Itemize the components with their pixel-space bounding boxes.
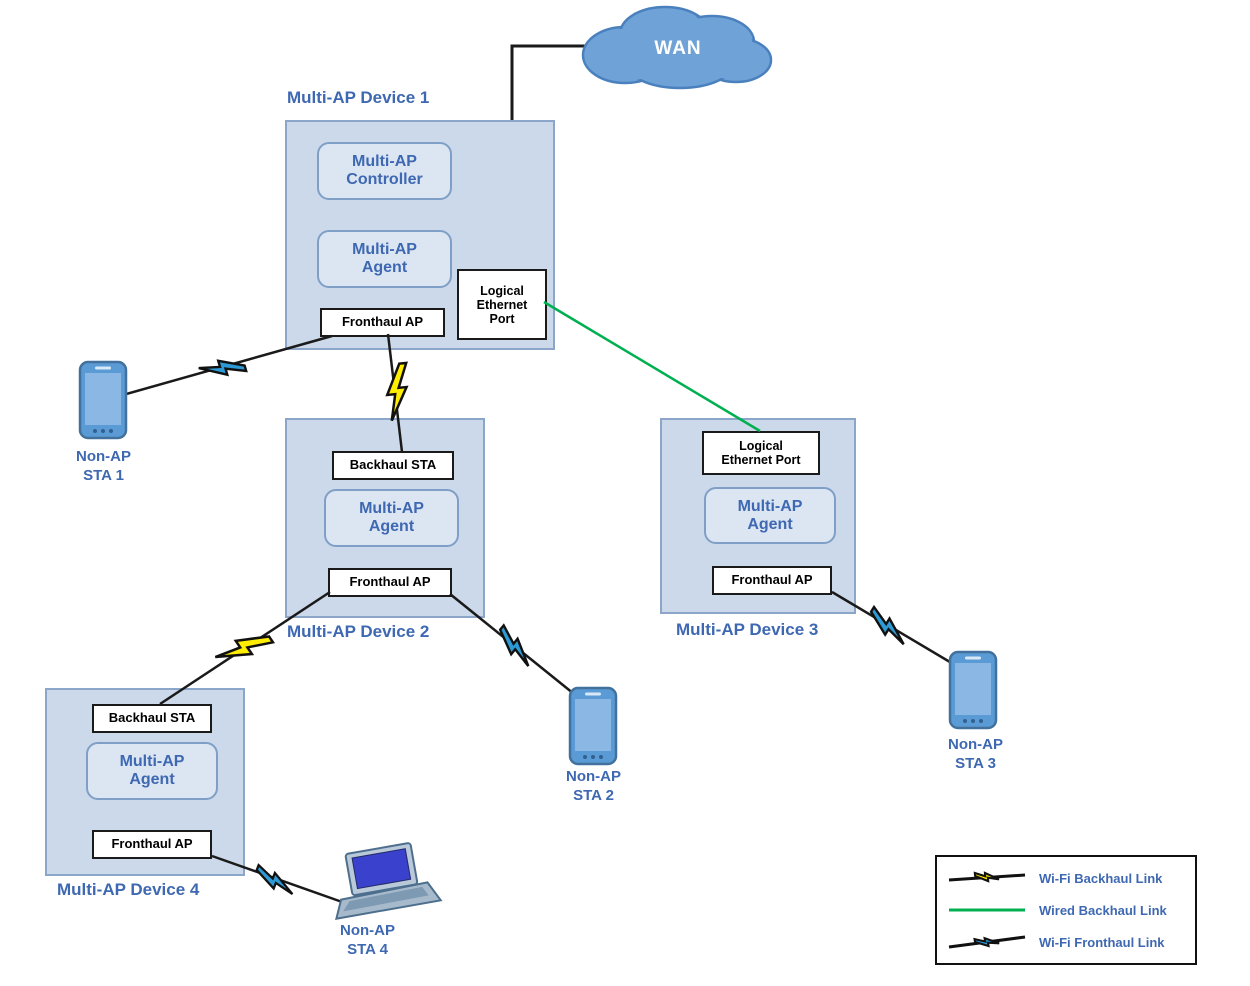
legend-item-wifi-fronthaul: Wi-Fi Fronthaul Link <box>945 928 1187 956</box>
device3-logical-ethernet-port-box: Logical Ethernet Port <box>702 431 820 475</box>
device2-backhaul-sta-box: Backhaul STA <box>332 451 454 480</box>
device3-agent-node: Multi-AP Agent <box>704 487 836 544</box>
sta1-label: Non-AP STA 1 <box>76 448 131 484</box>
device2-agent-node: Multi-AP Agent <box>324 489 459 547</box>
legend: Wi-Fi Backhaul Link Wired Backhaul Link … <box>935 855 1197 965</box>
device1-fronthaul-ap-box: Fronthaul AP <box>320 308 445 337</box>
smartphone-icon <box>568 686 618 766</box>
device1-fronthaul-ap-label: Fronthaul AP <box>341 314 424 330</box>
blue-lightning-bolt-icon <box>251 863 299 897</box>
multi-ap-device-1-box: Multi-AP Controller Multi-AP Agent Front… <box>285 120 555 350</box>
multi-ap-controller-node: Multi-AP Controller <box>317 142 452 200</box>
device3-label: Multi-AP Device 3 <box>676 620 819 639</box>
blue-lightning-bolt-icon <box>863 605 914 647</box>
blue-lightning-bolt-icon <box>948 933 1026 950</box>
device2-agent-label: Multi-AP Agent <box>359 500 424 535</box>
legend-item-wifi-backhaul: Wi-Fi Backhaul Link <box>945 864 1187 892</box>
device4-fronthaul-ap-box: Fronthaul AP <box>92 830 212 859</box>
green-line-icon <box>949 908 1025 912</box>
device1-agent-label: Multi-AP Agent <box>352 241 417 276</box>
device4-agent-label: Multi-AP Agent <box>119 753 185 788</box>
device1-logical-ethernet-port-box: Logical Ethernet Port <box>457 269 547 340</box>
multi-ap-device-4-box: Backhaul STA Multi-AP Agent Fronthaul AP <box>45 688 245 876</box>
smartphone-icon <box>78 360 128 440</box>
device4-backhaul-sta-label: Backhaul STA <box>108 710 196 726</box>
legend-label-wifi-fronthaul: Wi-Fi Fronthaul Link <box>1039 934 1165 950</box>
legend-label-wired-backhaul: Wired Backhaul Link <box>1039 902 1167 918</box>
legend-label-wifi-backhaul: Wi-Fi Backhaul Link <box>1039 870 1163 886</box>
device2-backhaul-sta-label: Backhaul STA <box>349 457 437 473</box>
device3-logical-ethernet-port-label: Logical Ethernet Port <box>721 439 801 467</box>
multi-ap-controller-label: Multi-AP Controller <box>346 153 423 188</box>
wan-cloud: WAN <box>581 5 773 90</box>
device1-logical-ethernet-port-label: Logical Ethernet Port <box>476 283 528 326</box>
multi-ap-device-2-box: Backhaul STA Multi-AP Agent Fronthaul AP <box>285 418 485 618</box>
device1-label: Multi-AP Device 1 <box>287 88 430 107</box>
wan-label: WAN <box>654 38 701 59</box>
device3-agent-label: Multi-AP Agent <box>737 497 803 533</box>
device3-fronthaul-ap-box: Fronthaul AP <box>712 566 832 595</box>
device3-fronthaul-ap-label: Fronthaul AP <box>731 572 813 588</box>
wired-backhaul-link-d1-d3 <box>543 300 761 433</box>
blue-lightning-bolt-icon <box>197 352 248 385</box>
device2-label: Multi-AP Device 2 <box>287 622 430 641</box>
sta2-label: Non-AP STA 2 <box>566 768 621 804</box>
device4-label: Multi-AP Device 4 <box>57 880 200 899</box>
yellow-lightning-bolt-icon <box>212 622 275 675</box>
multi-ap-device-3-box: Logical Ethernet Port Multi-AP Agent Fro… <box>660 418 856 614</box>
device1-agent-node: Multi-AP Agent <box>317 230 452 288</box>
smartphone-icon <box>948 650 998 730</box>
laptop-icon <box>335 842 443 920</box>
sta4-label: Non-AP STA 4 <box>340 922 395 958</box>
yellow-lightning-bolt-icon <box>948 869 1026 884</box>
device2-fronthaul-ap-label: Fronthaul AP <box>349 574 431 590</box>
blue-lightning-bolt-icon <box>491 624 540 669</box>
device2-fronthaul-ap-box: Fronthaul AP <box>328 568 452 597</box>
legend-item-wired-backhaul: Wired Backhaul Link <box>945 896 1187 924</box>
device4-backhaul-sta-box: Backhaul STA <box>92 704 212 733</box>
sta3-label: Non-AP STA 3 <box>948 736 1003 772</box>
device4-agent-node: Multi-AP Agent <box>86 742 218 800</box>
device4-fronthaul-ap-label: Fronthaul AP <box>111 836 193 852</box>
wan-wired-link <box>510 44 600 120</box>
yellow-lightning-bolt-icon <box>383 361 413 423</box>
